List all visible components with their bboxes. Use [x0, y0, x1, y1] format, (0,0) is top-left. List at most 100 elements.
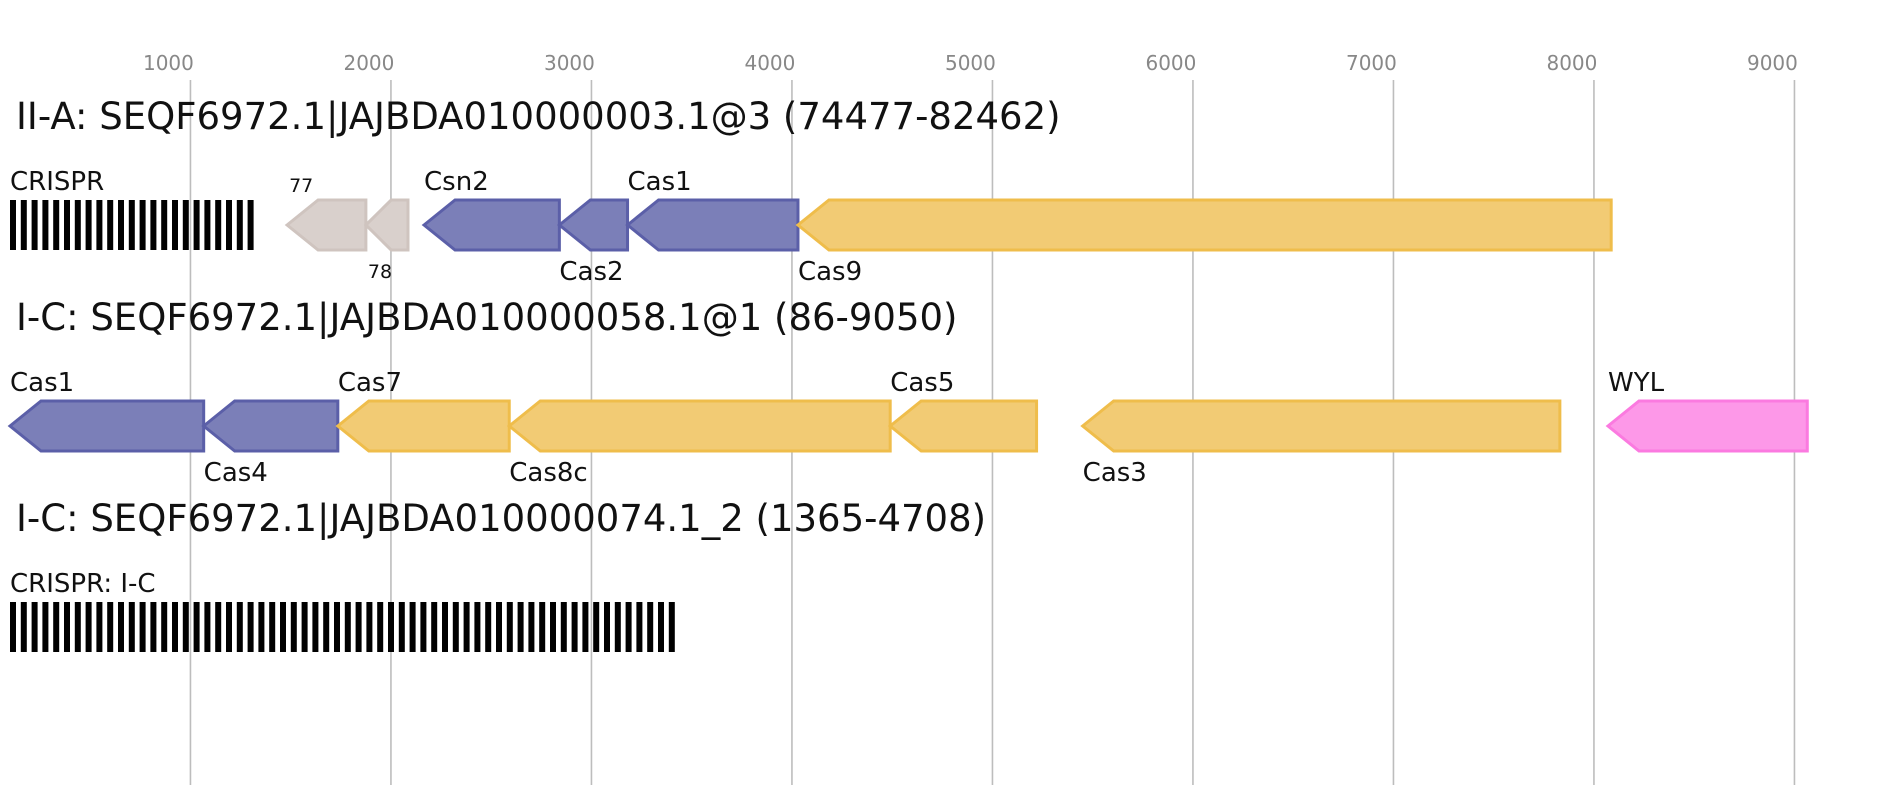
- gene-arrow-cas1: [625, 198, 800, 252]
- crispr-repeat: [118, 602, 124, 652]
- crispr-repeat: [64, 200, 70, 250]
- crispr-repeat: [593, 602, 600, 652]
- crispr-repeat: [96, 602, 103, 652]
- track-title: II-A: SEQF6972.1|JAJBDA010000003.1@3 (74…: [16, 95, 1061, 138]
- crispr-repeat: [172, 602, 178, 652]
- crispr-repeat: [53, 200, 60, 250]
- gene-arrow-cas5: [887, 399, 1039, 453]
- crispr-repeat: [463, 602, 470, 652]
- crispr-repeat: [31, 200, 38, 250]
- crispr-repeat: [560, 602, 567, 652]
- crispr-repeat: [172, 200, 178, 250]
- crispr-label: CRISPR: I-C: [10, 569, 156, 599]
- crispr-repeat: [139, 602, 146, 652]
- crispr-repeat: [236, 200, 243, 250]
- crispr-repeat: [377, 602, 384, 652]
- crispr-repeat: [182, 602, 189, 652]
- crispr-repeat: [344, 602, 351, 652]
- gene-arrow-cas8c: [506, 399, 892, 453]
- crispr-repeat: [442, 602, 448, 652]
- crispr-repeat: [290, 602, 297, 652]
- gene-arrow-cas4: [201, 399, 340, 453]
- tick-label: 7000: [1346, 51, 1397, 75]
- track-1: II-A: SEQF6972.1|JAJBDA010000003.1@3 (74…: [10, 95, 1613, 287]
- gene-label: Cas1: [10, 368, 74, 398]
- crispr-repeat: [42, 200, 49, 250]
- crispr-repeat: [571, 602, 578, 652]
- crispr-repeat: [204, 200, 211, 250]
- crispr-repeat: [215, 200, 222, 250]
- gene-label: Cas7: [338, 368, 402, 398]
- crispr-repeat: [398, 602, 405, 652]
- track-2: I-C: SEQF6972.1|JAJBDA010000058.1@1 (86-…: [7, 296, 1809, 488]
- gene-label: 78: [368, 261, 392, 283]
- gene-arrow-cas1: [7, 399, 206, 453]
- gene-arrow-wyl: [1605, 399, 1809, 453]
- crispr-repeat: [193, 602, 200, 652]
- crispr-repeat: [258, 602, 265, 652]
- tick-label: 8000: [1546, 51, 1597, 75]
- crispr-repeat: [614, 602, 621, 652]
- crispr-repeat: [118, 200, 124, 250]
- crispr-repeat: [20, 602, 27, 652]
- tick-label: 9000: [1747, 51, 1798, 75]
- crispr-repeat: [10, 200, 16, 250]
- crispr-repeat: [74, 602, 81, 652]
- crispr-repeat: [604, 602, 610, 652]
- gene-label: Cas8c: [509, 458, 587, 488]
- crispr-repeat: [53, 602, 60, 652]
- tick-label: 2000: [343, 51, 394, 75]
- crispr-repeat: [625, 602, 632, 652]
- gene-label: 77: [289, 175, 313, 197]
- crispr-repeat: [236, 602, 243, 652]
- gene-label: Cas9: [798, 257, 862, 287]
- track-title: I-C: SEQF6972.1|JAJBDA010000074.1_2 (136…: [16, 497, 986, 540]
- crispr-repeat: [107, 602, 114, 652]
- tick-label: 6000: [1145, 51, 1196, 75]
- crispr-repeat: [409, 602, 416, 652]
- track-title: I-C: SEQF6972.1|JAJBDA010000058.1@1 (86-…: [16, 296, 957, 339]
- gene-label: WYL: [1608, 368, 1665, 398]
- tick-label: 3000: [544, 51, 595, 75]
- crispr-repeat: [658, 602, 664, 652]
- crispr-repeat: [85, 200, 92, 250]
- gene-arrow-cas9: [795, 198, 1613, 252]
- crispr-repeat: [269, 602, 276, 652]
- crispr-repeat: [150, 200, 157, 250]
- crispr-repeat: [42, 602, 49, 652]
- crispr-repeat: [334, 602, 340, 652]
- gene-label: Cas2: [559, 257, 623, 287]
- gene-arrow-78: [363, 198, 410, 252]
- crispr-repeat: [280, 602, 286, 652]
- crispr-repeat: [301, 602, 308, 652]
- crispr-repeat: [161, 602, 168, 652]
- crispr-repeat: [226, 602, 232, 652]
- crispr-repeat: [452, 602, 459, 652]
- crispr-array: [10, 602, 675, 652]
- crispr-repeat: [420, 602, 427, 652]
- crispr-repeat: [517, 602, 524, 652]
- crispr-repeat: [528, 602, 535, 652]
- tick-label: 1000: [143, 51, 194, 75]
- crispr-repeat: [366, 602, 373, 652]
- tick-label: 5000: [945, 51, 996, 75]
- crispr-repeat: [247, 200, 254, 250]
- gene-label: Cas4: [204, 458, 268, 488]
- crispr-repeat: [182, 200, 189, 250]
- crispr-repeat: [582, 602, 589, 652]
- crispr-repeat: [247, 602, 254, 652]
- crispr-repeat: [215, 602, 222, 652]
- crispr-repeat: [193, 200, 200, 250]
- crispr-repeat: [85, 602, 92, 652]
- crispr-repeat: [20, 200, 27, 250]
- crispr-repeat: [312, 602, 319, 652]
- crispr-repeat: [550, 602, 556, 652]
- crispr-repeat: [668, 602, 675, 652]
- crispr-repeat: [323, 602, 330, 652]
- crispr-repeat: [128, 602, 135, 652]
- crispr-repeat: [204, 602, 211, 652]
- gene-label: Cas5: [890, 368, 954, 398]
- gene-arrow-csn2: [421, 198, 561, 252]
